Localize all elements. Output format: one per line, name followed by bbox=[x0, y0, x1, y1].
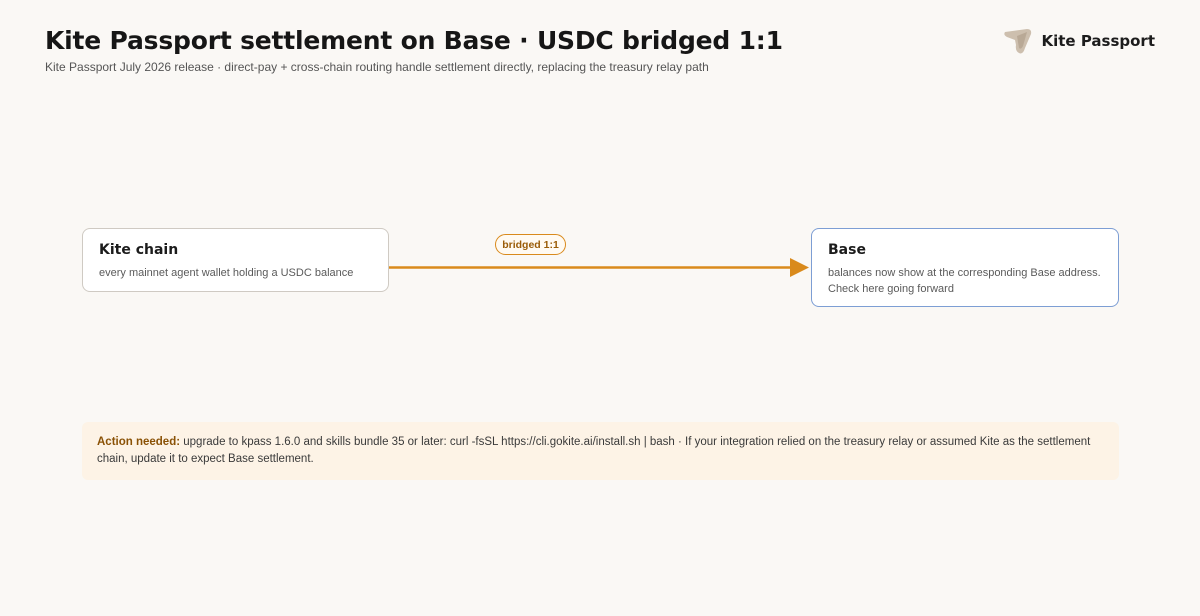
brand-name: Kite Passport bbox=[1041, 32, 1155, 50]
base-description: balances now show at the corresponding B… bbox=[828, 267, 1101, 295]
brand: Kite Passport bbox=[1003, 26, 1155, 56]
kite-chain-node: Kite chain every mainnet agent wallet ho… bbox=[82, 228, 389, 292]
page-title: Kite Passport settlement on Base · USDC … bbox=[45, 26, 783, 55]
action-needed-label: Action needed: bbox=[97, 436, 181, 448]
kite-logo-icon bbox=[1004, 29, 1032, 54]
kite-chain-description: every mainnet agent wallet holding a USD… bbox=[99, 267, 354, 279]
bridge-edge-label: bridged 1:1 bbox=[495, 234, 566, 255]
base-node: Base balances now show at the correspond… bbox=[811, 228, 1119, 307]
action-needed-text: upgrade to kpass 1.6.0 and skills bundle… bbox=[97, 436, 1091, 465]
bridge-arrow bbox=[389, 258, 809, 277]
bridge-arrowhead bbox=[790, 258, 809, 277]
page-subtitle: Kite Passport July 2026 release · direct… bbox=[45, 60, 709, 74]
action-needed-callout: Action needed: upgrade to kpass 1.6.0 an… bbox=[82, 422, 1119, 480]
kite-chain-title: Kite chain bbox=[99, 242, 179, 258]
base-title: Base bbox=[828, 242, 866, 258]
